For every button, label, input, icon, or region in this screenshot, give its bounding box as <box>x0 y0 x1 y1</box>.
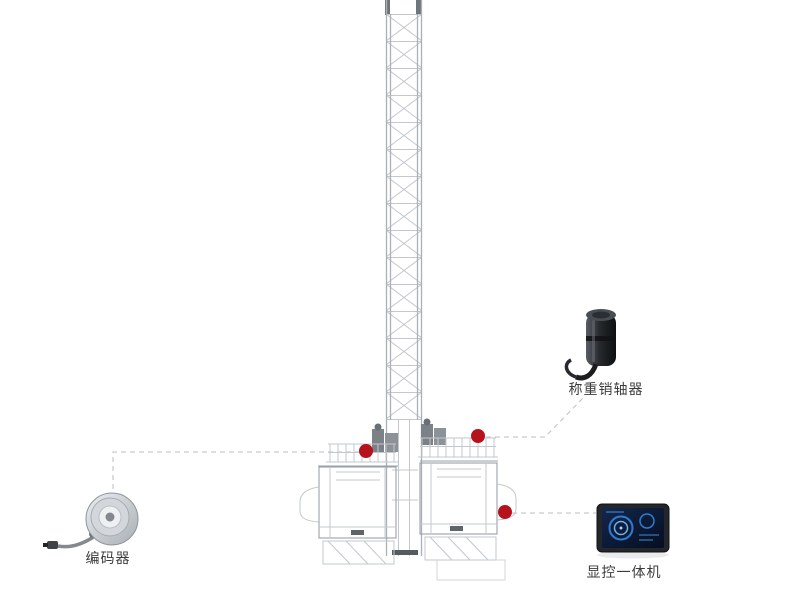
mast <box>385 0 423 556</box>
drive-pulley-right <box>423 418 431 426</box>
cage-right-body <box>419 462 498 535</box>
drive-motor-left-b <box>385 433 398 452</box>
cage-right <box>418 437 517 581</box>
display-title-bar <box>606 511 624 513</box>
cage-left-panels <box>319 467 396 538</box>
cage-left-body <box>318 466 397 539</box>
drive-motor-right-b <box>434 428 446 445</box>
display-readout-bar-2 <box>639 539 653 541</box>
cage-right-latch <box>450 526 463 531</box>
drive-units <box>372 418 446 452</box>
display-gauge-needle-dot <box>619 526 623 530</box>
cage-right-panels <box>420 463 497 534</box>
mast-lower-section <box>392 420 418 556</box>
cage-left-latch <box>351 530 364 535</box>
cage-right-railing <box>418 437 498 458</box>
label-encoder: 编码器 <box>85 550 131 566</box>
encoder-shaft-hub <box>105 512 115 522</box>
display-gauge-large <box>608 515 634 541</box>
cage-right-lower-panel <box>436 559 506 581</box>
encoder-photo <box>43 492 139 549</box>
callout-marker-encoder <box>359 444 373 458</box>
load-pin-cap-inner <box>592 311 610 319</box>
mast-lattice <box>386 14 422 420</box>
load-pin-cable <box>575 363 599 381</box>
display-readout-bar-1 <box>639 534 659 536</box>
display-photo <box>596 503 670 559</box>
mast-top-rail-left <box>385 0 390 15</box>
mast-top-rail-right <box>416 0 421 15</box>
load-pin-photo <box>564 309 616 381</box>
load-pin-band <box>586 336 616 341</box>
cage-left-bumper <box>299 486 320 523</box>
mast-base-plate <box>392 550 418 555</box>
label-display: 显控一体机 <box>586 564 662 580</box>
display-gauge-large-inner <box>613 520 629 536</box>
callout-line-encoder <box>112 451 360 496</box>
drive-pulley-left <box>374 423 382 431</box>
encoder-cable <box>57 534 96 549</box>
display-gauge-small <box>639 513 655 529</box>
cage-left <box>299 443 398 565</box>
display-shadow <box>597 551 669 559</box>
callout-line-load-pin <box>486 397 584 438</box>
callout-marker-load-pin <box>471 429 485 443</box>
drive-motor-right-a <box>421 424 433 445</box>
cage-right-skirt-hatch <box>429 536 489 561</box>
mast-chords <box>385 0 423 556</box>
callout-marker-display <box>498 505 512 519</box>
load-pin-cable-loop <box>564 358 577 379</box>
encoder-connector <box>47 541 58 549</box>
drive-motor-left-a <box>372 429 384 452</box>
label-load-pin: 称重销轴器 <box>568 381 644 397</box>
cage-left-skirt <box>322 540 395 565</box>
load-pin-highlight <box>592 320 595 362</box>
cage-left-skirt-hatch <box>327 540 387 565</box>
encoder-connector-tip <box>43 543 48 547</box>
